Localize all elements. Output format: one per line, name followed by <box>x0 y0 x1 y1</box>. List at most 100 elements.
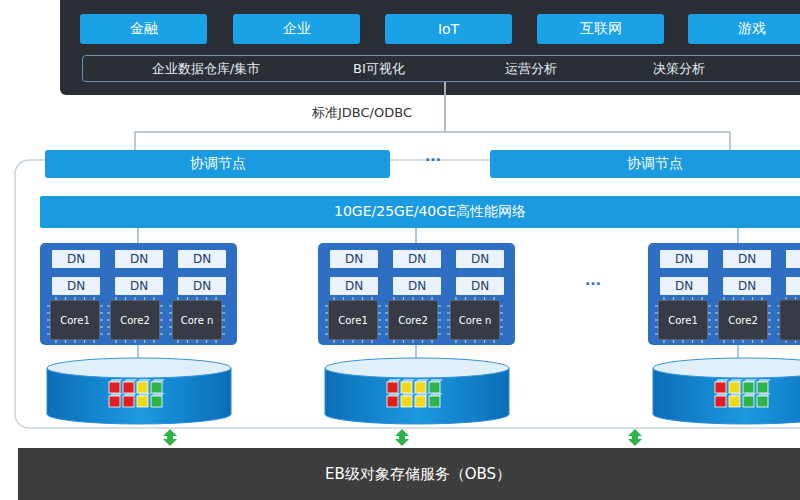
node-label: EB级对象存储服务（OBS） <box>325 465 511 484</box>
chip-pin <box>378 333 381 334</box>
node-label: Core n <box>181 315 214 326</box>
chip-pin <box>500 333 503 334</box>
node-label: 协调节点 <box>627 155 683 173</box>
chip-pin <box>455 340 456 343</box>
node-label: Core n <box>459 315 492 326</box>
chip-pin <box>100 333 103 334</box>
chip-pin <box>761 340 762 343</box>
data-cube-top <box>151 379 165 382</box>
node-label: Core2 <box>120 315 150 326</box>
chip-pin <box>100 305 103 306</box>
chip-pin <box>144 340 145 343</box>
client-pill: 互联网 <box>537 14 664 44</box>
chip-pin <box>663 340 664 343</box>
chip-pin <box>768 333 771 334</box>
data-cube <box>729 396 740 407</box>
data-cube-top <box>715 393 729 396</box>
node-label: DN <box>345 279 363 293</box>
chip-pin <box>160 326 163 327</box>
chip-pin <box>378 319 381 320</box>
node-label: Core1 <box>668 315 698 326</box>
chip-pin <box>177 340 178 343</box>
chip-pin <box>343 340 344 343</box>
chip-pin <box>708 312 711 313</box>
data-cube-top <box>109 393 123 396</box>
cpu-core: Core1 <box>658 300 708 340</box>
chip-pin <box>431 340 432 343</box>
chip-pin <box>438 326 441 327</box>
chip-pins <box>47 250 800 343</box>
data-cube <box>123 396 134 407</box>
cpu-core: Core1 <box>328 300 378 340</box>
chip-pin <box>768 319 771 320</box>
data-cube <box>429 396 440 407</box>
application-panel <box>60 0 800 95</box>
data-cube-top <box>757 393 771 396</box>
chip-pin <box>84 340 85 343</box>
chip-pin <box>500 326 503 327</box>
chip-pin <box>500 319 503 320</box>
data-cube <box>387 382 398 393</box>
data-cube <box>109 396 120 407</box>
data-cube <box>401 396 412 407</box>
cpu-core: Core2 <box>718 300 768 340</box>
chip-pin <box>93 340 94 343</box>
data-cube <box>743 382 754 393</box>
chip-pin <box>708 319 711 320</box>
dn-box: DN <box>393 277 441 295</box>
chip-pin <box>768 326 771 327</box>
data-cube <box>757 396 768 407</box>
connector <box>445 82 730 150</box>
data-cube <box>715 396 726 407</box>
coordinator-bar: 协调节点 <box>45 150 390 178</box>
chip-pin <box>484 340 485 343</box>
server-block <box>648 243 800 345</box>
node-label: 企业 <box>283 20 311 38</box>
data-cube-top <box>429 393 443 396</box>
data-cube-top <box>415 379 429 382</box>
disk-top <box>653 358 800 378</box>
chip-pin <box>100 312 103 313</box>
data-cube-top <box>151 393 165 396</box>
chip-pin <box>222 333 225 334</box>
connector <box>135 82 445 150</box>
cpu-core: Core1 <box>50 300 100 340</box>
dn-box: DN <box>456 250 504 268</box>
application-label: BI可视化 <box>353 60 405 78</box>
disk-top <box>325 358 509 378</box>
data-cube <box>715 382 726 393</box>
cpu-core: Core n <box>172 300 222 340</box>
chip-pin <box>723 340 724 343</box>
data-cube-top <box>757 379 771 382</box>
data-cube-top <box>137 393 151 396</box>
chip-pin <box>160 305 163 306</box>
chip-pin <box>708 305 711 306</box>
double-arrow <box>163 429 177 446</box>
chip-pin <box>160 319 163 320</box>
chip-pin <box>65 340 66 343</box>
dn-box: DN <box>456 277 504 295</box>
node-label: DN <box>738 279 756 293</box>
data-cube <box>137 382 148 393</box>
chip-pin <box>438 312 441 313</box>
chip-pin <box>100 326 103 327</box>
chip-pin <box>222 319 225 320</box>
dn-box: DN <box>723 250 771 268</box>
data-cube <box>151 396 162 407</box>
chip-pin <box>768 305 771 306</box>
application-label: 决策分析 <box>653 60 705 78</box>
dn-box: DN <box>330 277 378 295</box>
data-cube-top <box>729 379 743 382</box>
node-label: DN <box>675 279 693 293</box>
server-block <box>40 243 237 345</box>
chip-pin <box>115 340 116 343</box>
chip-pin <box>692 340 693 343</box>
chip-pin <box>134 340 135 343</box>
node-label: 游戏 <box>738 20 766 38</box>
data-cube <box>415 382 426 393</box>
chip-pin <box>362 340 363 343</box>
data-cube-top <box>715 379 729 382</box>
disk-top <box>47 358 231 378</box>
